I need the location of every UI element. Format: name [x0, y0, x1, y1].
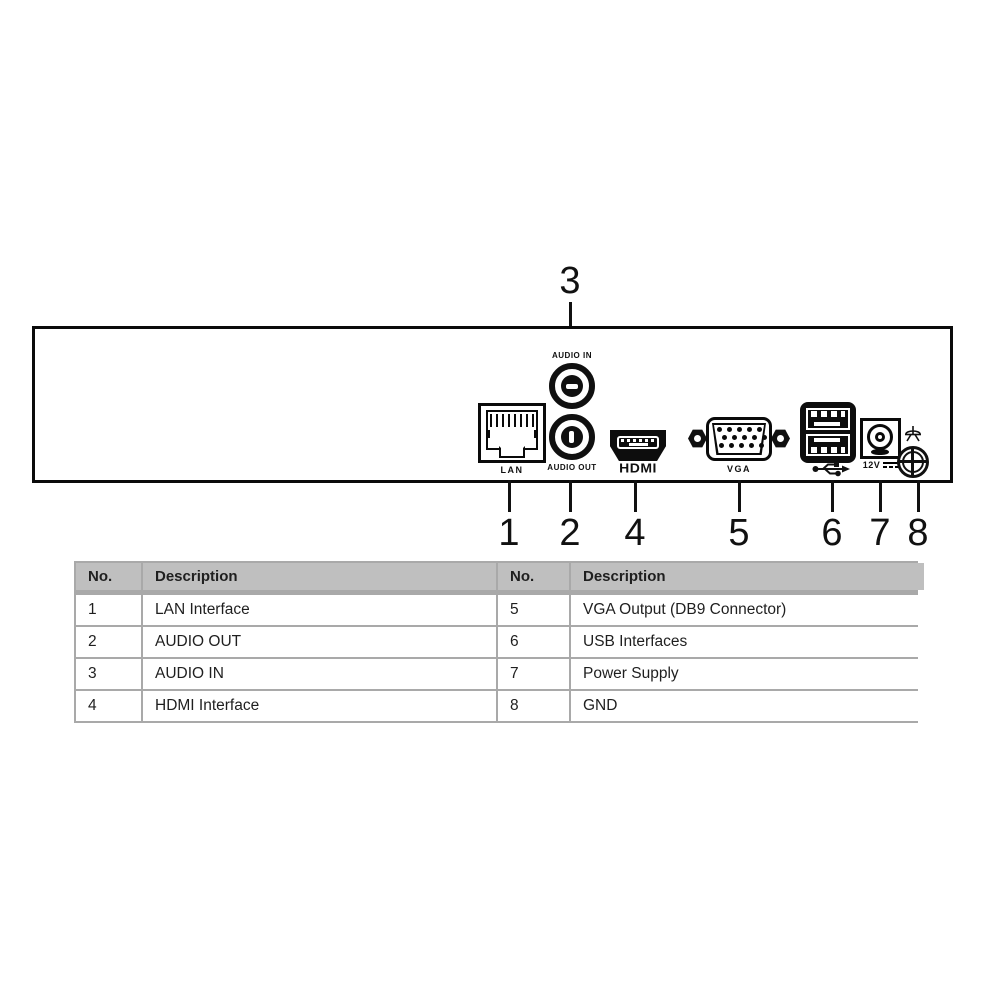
usb-trident-icon: [812, 462, 850, 477]
table-cell-description: Power Supply: [571, 659, 924, 689]
dc-solid-line: [883, 462, 900, 464]
power-jack-pin: [875, 432, 885, 442]
usb-port-top: [806, 408, 850, 430]
vga-pin: [752, 435, 757, 440]
table-cell-no: 7: [498, 659, 569, 689]
power-jack-ring: [867, 424, 893, 450]
callout-number: 3: [559, 260, 581, 302]
hdmi-port-tongue: [628, 443, 648, 446]
vga-pin: [729, 443, 734, 448]
audio-out-label: AUDIO OUT: [547, 463, 597, 472]
table-header-no: No.: [498, 563, 569, 590]
callout-hdmi: 4: [613, 480, 657, 554]
lan-label: LAN: [500, 465, 524, 475]
vga-label: VGA: [726, 464, 751, 474]
callout-number: 5: [728, 512, 750, 554]
callout-leader-line: [830, 480, 834, 512]
dc-dashed-line: [883, 466, 900, 468]
table-cell-description: AUDIO IN: [143, 659, 496, 689]
callout-leader-line: [633, 480, 637, 512]
callout-gnd: 8: [896, 480, 940, 554]
vga-pin: [737, 427, 742, 432]
table-header-no: No.: [76, 563, 141, 590]
callout-power: 7: [858, 480, 902, 554]
audio-in-jack-slot: [566, 384, 578, 389]
vga-nut-left-hole: [692, 433, 703, 444]
power-label: 12V: [862, 460, 881, 470]
vga-pin: [727, 427, 732, 432]
table-cell-no: 2: [76, 627, 141, 657]
callout-number: 1: [498, 512, 520, 554]
vga-pin: [719, 443, 724, 448]
callout-leader-line: [916, 480, 920, 512]
table-cell-no: 4: [76, 691, 141, 721]
callout-audio-out: 2: [548, 480, 592, 554]
table-cell-no: 3: [76, 659, 141, 689]
ports-description-table: No. Description No. Description 1 LAN In…: [74, 561, 924, 723]
callout-audio-in: 3: [548, 260, 592, 344]
audio-in-label: AUDIO IN: [552, 351, 592, 360]
table-cell-description: GND: [571, 691, 924, 721]
table-cell-description: AUDIO OUT: [143, 627, 496, 657]
vga-pin: [732, 435, 737, 440]
callout-lan: 1: [487, 480, 531, 554]
callout-vga: 5: [717, 480, 761, 554]
lan-port-nub: [534, 430, 538, 438]
vga-pin: [717, 427, 722, 432]
hdmi-port-shell: [617, 436, 659, 449]
hdmi-port-pins: [621, 439, 655, 442]
usb-port-tongue: [814, 422, 840, 426]
usb-port-contacts: [811, 447, 845, 453]
table-header-description: Description: [571, 563, 924, 590]
audio-out-jack: [549, 414, 595, 460]
table-cell-description: VGA Output (DB9 Connector): [571, 595, 924, 625]
table-cell-no: 5: [498, 595, 569, 625]
vga-pin: [749, 443, 754, 448]
lan-port-pins: [490, 414, 534, 427]
table-header-description: Description: [143, 563, 496, 590]
vga-pin: [739, 443, 744, 448]
vga-pin: [722, 435, 727, 440]
callout-leader-line: [568, 480, 572, 512]
callout-leader-line: [507, 480, 511, 512]
callout-leader-line: [878, 480, 882, 512]
callout-usb: 6: [810, 480, 854, 554]
callout-number: 2: [559, 512, 581, 554]
callout-number: 4: [624, 512, 646, 554]
usb-port-tongue: [814, 438, 840, 442]
hdmi-label: HDMI: [619, 460, 657, 476]
table-cell-no: 8: [498, 691, 569, 721]
earth-ground-icon: [905, 426, 921, 442]
table-cell-description: HDMI Interface: [143, 691, 496, 721]
vga-pin: [762, 435, 767, 440]
vga-nut-right-hole: [775, 433, 786, 444]
ground-screw-cross: [900, 460, 926, 463]
power-jack-shadow: [871, 449, 889, 455]
table-cell-no: 6: [498, 627, 569, 657]
dc-voltage-symbol-icon: [883, 462, 900, 468]
callout-number: 7: [869, 512, 891, 554]
table-cell-description: USB Interfaces: [571, 627, 924, 657]
lan-port-nub: [486, 430, 490, 438]
vga-pin: [757, 427, 762, 432]
usb-port-contacts: [811, 411, 845, 417]
table-cell-no: 1: [76, 595, 141, 625]
usb-port-bottom: [806, 434, 850, 456]
vga-pin: [742, 435, 747, 440]
callout-number: 8: [907, 512, 929, 554]
callout-number: 6: [821, 512, 843, 554]
callout-leader-line: [737, 480, 741, 512]
vga-pin: [759, 443, 764, 448]
lan-port-clip: [499, 446, 525, 458]
vga-pin: [747, 427, 752, 432]
table-cell-description: LAN Interface: [143, 595, 496, 625]
callout-leader-line: [568, 301, 572, 344]
audio-out-jack-slot: [569, 431, 574, 443]
power-label-group: 12V: [853, 460, 909, 470]
